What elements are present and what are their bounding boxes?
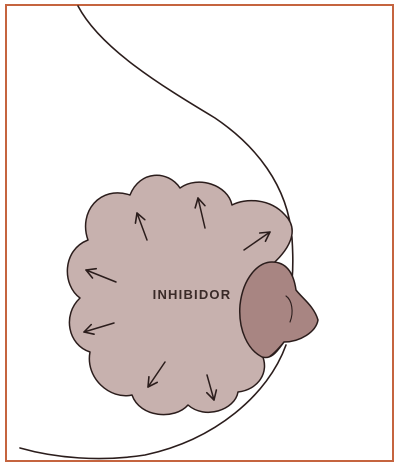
inhibitor-label: INHIBIDOR	[132, 287, 252, 302]
nipple	[240, 262, 318, 358]
